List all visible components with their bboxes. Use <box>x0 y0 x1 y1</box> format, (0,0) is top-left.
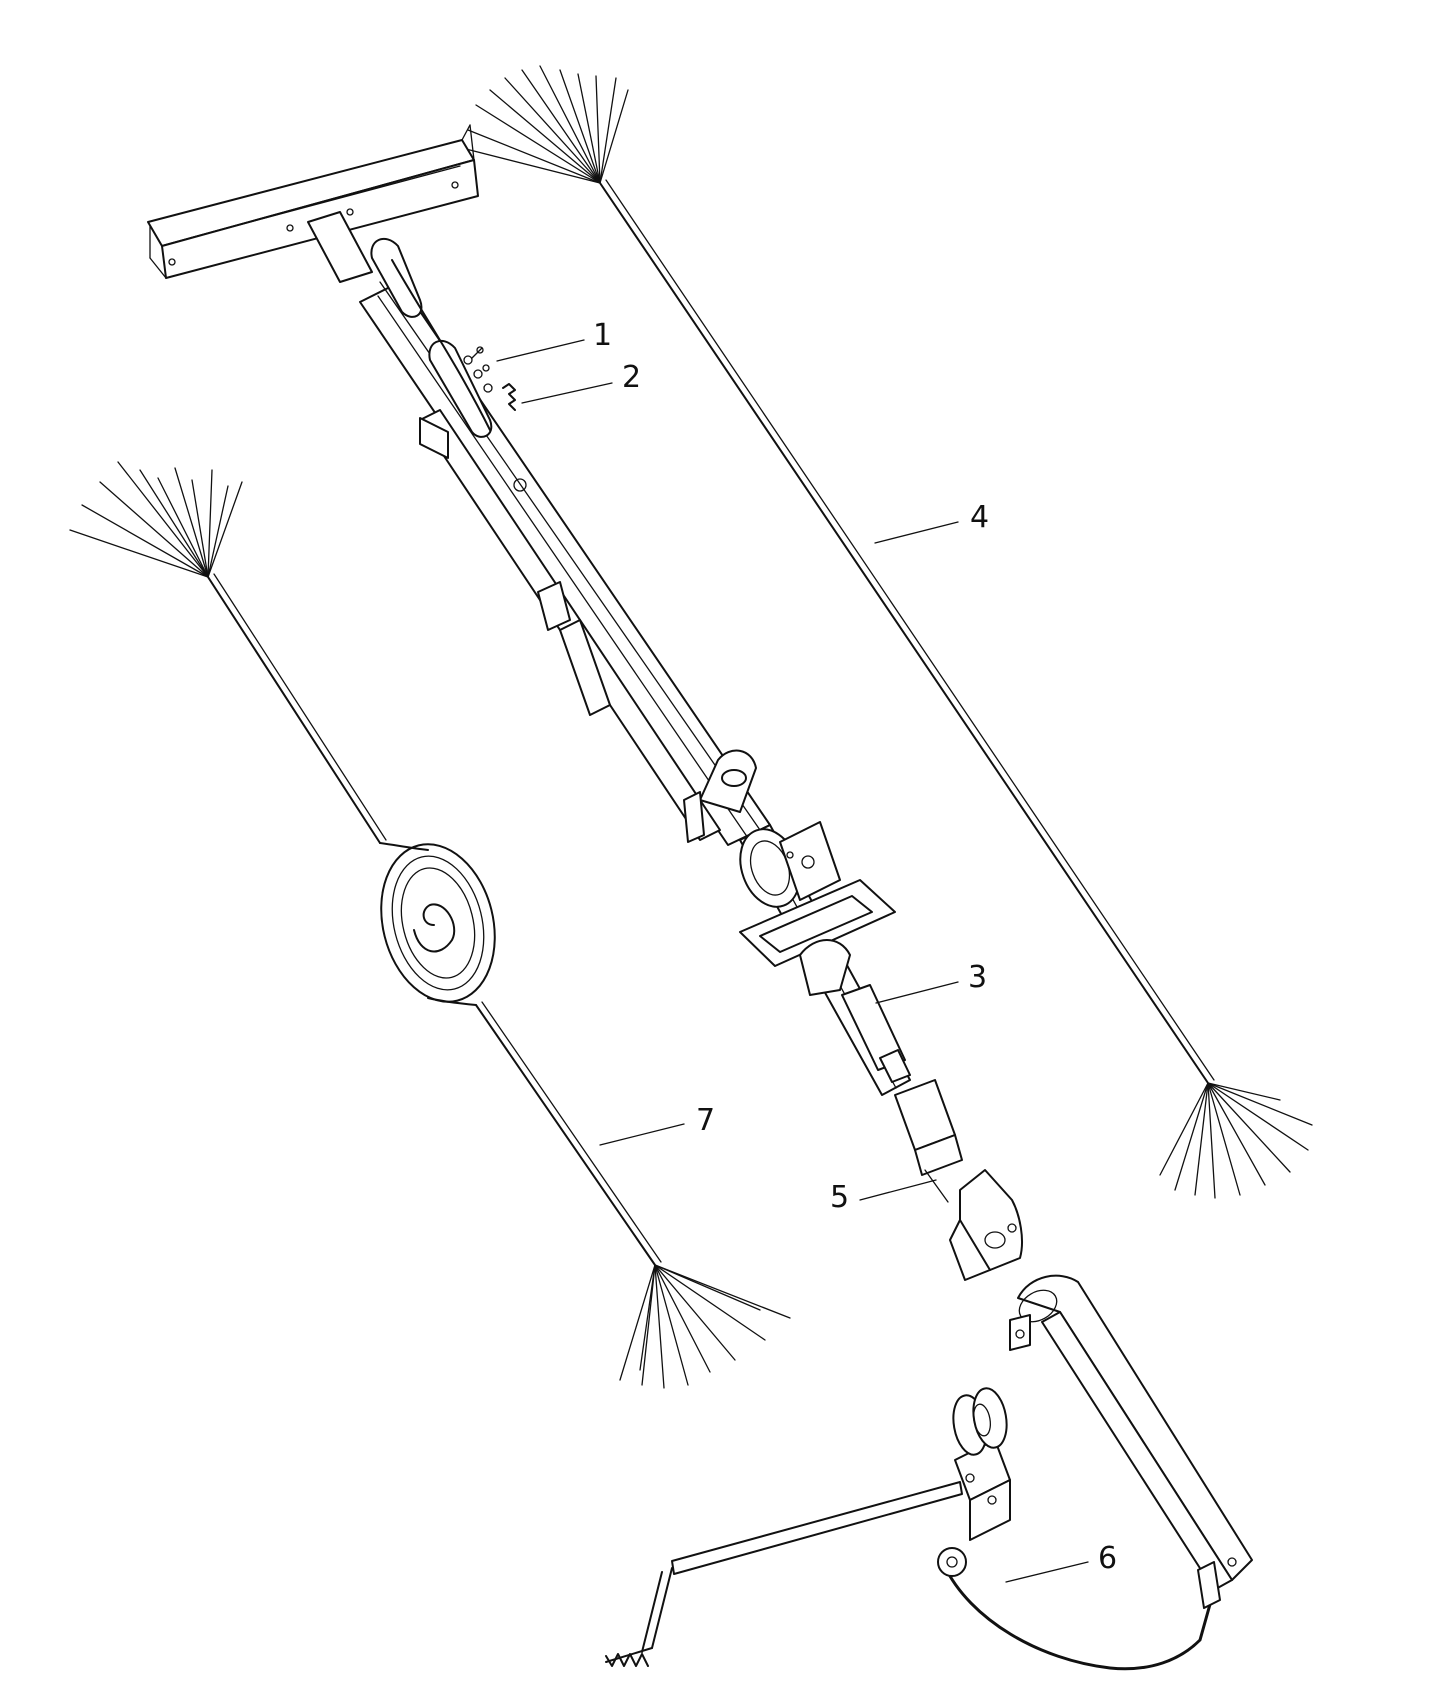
crank-handle <box>605 1481 963 1667</box>
part-6-chute-housing <box>942 1274 1253 1671</box>
part-3-inner-tube <box>841 984 911 1083</box>
brush-tuft-top <box>461 65 629 184</box>
brush-tuft-bottom-left <box>619 1264 791 1389</box>
callout-1: 1 <box>593 318 612 353</box>
part-2-spring <box>502 383 516 411</box>
callouts: 1 2 4 3 5 7 6 <box>593 318 1117 1576</box>
leader-lines <box>496 339 1089 1583</box>
slider-end-fitting <box>894 1079 963 1203</box>
callout-2: 2 <box>622 360 641 395</box>
callout-6: 6 <box>1098 1541 1117 1576</box>
rod-loop <box>379 842 496 1006</box>
t-head-bracket <box>147 124 479 279</box>
callout-4: 4 <box>970 500 989 535</box>
callout-7: 7 <box>696 1103 715 1138</box>
brush-tuft-top-left <box>69 461 243 578</box>
callout-3: 3 <box>968 960 987 995</box>
winch-pulley-mid <box>739 821 841 908</box>
handle-frame <box>739 879 896 996</box>
winch-unit-lower <box>937 1387 1011 1577</box>
pulley-bracket-upper <box>370 237 493 438</box>
part-4-brush-rod <box>461 65 1313 1199</box>
brush-tuft-bottom-right <box>1159 1082 1313 1199</box>
part-1-pin <box>471 346 490 372</box>
callout-5: 5 <box>830 1180 849 1215</box>
part-5-end-cap <box>949 1169 1023 1281</box>
part-7-loop-brush-rod <box>69 461 791 1389</box>
lift-eye-bracket <box>683 749 757 843</box>
